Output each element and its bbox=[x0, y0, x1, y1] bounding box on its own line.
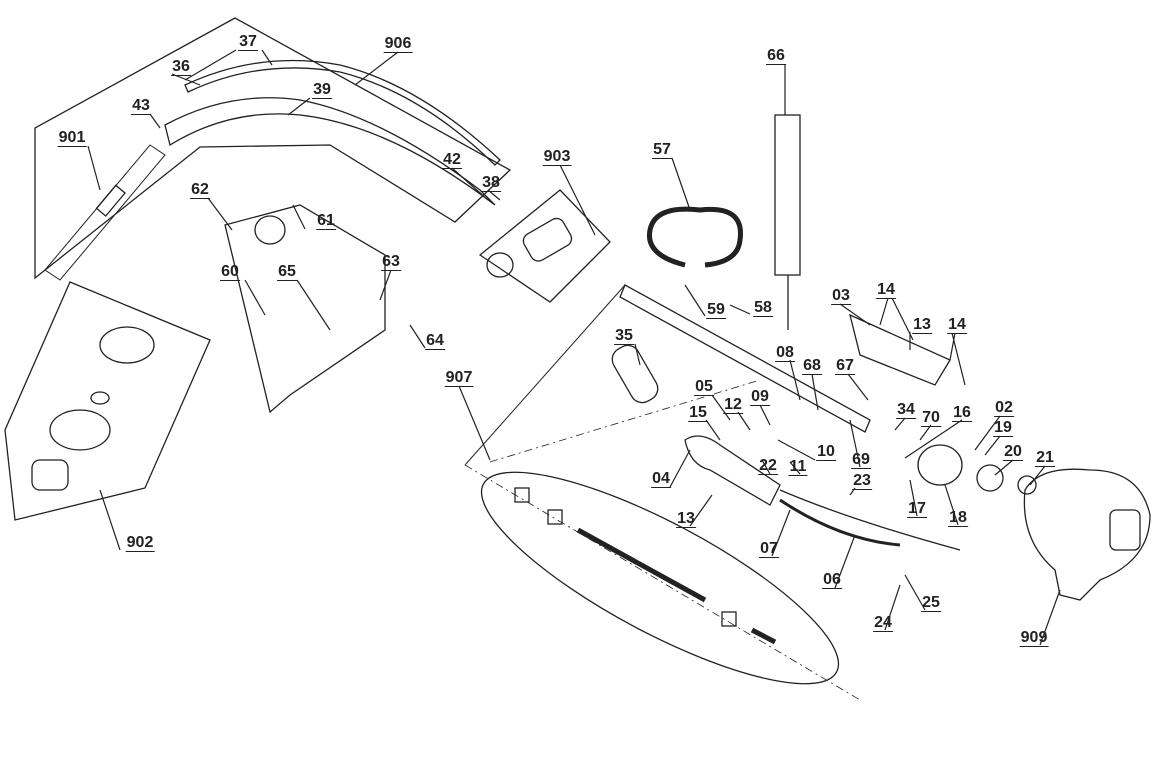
part-label-35: 35 bbox=[614, 327, 634, 345]
part-label-57: 57 bbox=[652, 141, 672, 159]
shaft-sheath bbox=[184, 59, 501, 166]
part-label-24: 24 bbox=[873, 614, 893, 632]
engine-vent bbox=[1109, 509, 1141, 551]
part-label-37: 37 bbox=[238, 33, 258, 51]
part-label-42: 42 bbox=[442, 151, 462, 169]
part-label-69: 69 bbox=[851, 451, 871, 469]
spool-cover bbox=[99, 326, 155, 364]
part-label-67: 67 bbox=[835, 357, 855, 375]
group-903-outline bbox=[478, 189, 611, 303]
part-label-909: 909 bbox=[1019, 629, 1049, 647]
part-label-61: 61 bbox=[316, 212, 336, 230]
spool bbox=[49, 409, 111, 451]
throttle-cable bbox=[779, 489, 961, 551]
engine bbox=[1023, 468, 1151, 601]
part-label-907: 907 bbox=[444, 369, 474, 387]
part-label-64: 64 bbox=[425, 332, 445, 350]
part-label-22: 22 bbox=[758, 457, 778, 475]
part-label-66: 66 bbox=[766, 47, 786, 65]
part-label-906: 906 bbox=[383, 35, 413, 53]
part-label-08: 08 bbox=[775, 344, 795, 362]
washer-20 bbox=[976, 464, 1004, 492]
guard bbox=[224, 204, 386, 414]
part-label-34: 34 bbox=[896, 401, 916, 419]
part-label-10: 10 bbox=[816, 443, 836, 461]
part-label-60: 60 bbox=[220, 263, 240, 281]
part-label-11: 11 bbox=[788, 458, 808, 476]
part-label-23: 23 bbox=[852, 472, 872, 490]
clutch-housing bbox=[917, 444, 963, 486]
part-label-38: 38 bbox=[481, 174, 501, 192]
bail-handle bbox=[646, 206, 743, 268]
part-label-902: 902 bbox=[125, 534, 155, 552]
group-906-outline bbox=[34, 17, 512, 280]
part-label-16: 16 bbox=[952, 404, 972, 422]
part-label-20: 20 bbox=[1003, 443, 1023, 461]
bump-knob bbox=[31, 459, 69, 491]
part-label-19: 19 bbox=[993, 419, 1013, 437]
part-label-05: 05 bbox=[694, 378, 714, 396]
part-label-901: 901 bbox=[57, 129, 87, 147]
part-label-59: 59 bbox=[706, 301, 726, 319]
part-label-58: 58 bbox=[753, 299, 773, 317]
cable-sheath bbox=[779, 498, 901, 547]
throttle-handle bbox=[684, 435, 781, 506]
part-label-14: 14 bbox=[947, 316, 967, 334]
spring bbox=[90, 391, 110, 405]
upper-shaft bbox=[619, 284, 871, 433]
bushing-2 bbox=[547, 509, 563, 525]
part-label-09: 09 bbox=[750, 388, 770, 406]
part-label-21: 21 bbox=[1035, 449, 1055, 467]
part-label-06: 06 bbox=[822, 571, 842, 589]
part-label-13: 13 bbox=[676, 510, 696, 528]
handle-housing bbox=[849, 313, 951, 386]
drive-shaft bbox=[576, 527, 707, 603]
part-label-02: 02 bbox=[994, 399, 1014, 417]
washer-21 bbox=[1017, 475, 1037, 495]
curved-shaft bbox=[164, 97, 496, 206]
bushing-3 bbox=[721, 611, 737, 627]
part-label-15: 15 bbox=[688, 404, 708, 422]
clamp-body bbox=[522, 217, 573, 262]
part-901-bolt bbox=[95, 184, 126, 217]
part-label-04: 04 bbox=[651, 470, 671, 488]
foam-grip bbox=[611, 344, 659, 404]
part-label-13: 13 bbox=[912, 316, 932, 334]
part-label-07: 07 bbox=[759, 540, 779, 558]
part-label-18: 18 bbox=[948, 509, 968, 527]
part-label-63: 63 bbox=[381, 253, 401, 271]
part-label-65: 65 bbox=[277, 263, 297, 281]
part-label-39: 39 bbox=[312, 81, 332, 99]
part-label-17: 17 bbox=[907, 500, 927, 518]
part-label-36: 36 bbox=[171, 58, 191, 76]
part-label-12: 12 bbox=[723, 396, 743, 414]
part-label-68: 68 bbox=[802, 357, 822, 375]
part-label-70: 70 bbox=[921, 409, 941, 427]
part-label-14: 14 bbox=[876, 281, 896, 299]
part-label-903: 903 bbox=[542, 148, 572, 166]
clamp-knob bbox=[486, 252, 514, 278]
part-label-03: 03 bbox=[831, 287, 851, 305]
guard-clamp bbox=[254, 215, 286, 245]
part-label-43: 43 bbox=[131, 97, 151, 115]
group-907-shaft bbox=[480, 471, 840, 685]
group-902-outline bbox=[4, 281, 211, 521]
part-label-62: 62 bbox=[190, 181, 210, 199]
part-label-25: 25 bbox=[921, 594, 941, 612]
